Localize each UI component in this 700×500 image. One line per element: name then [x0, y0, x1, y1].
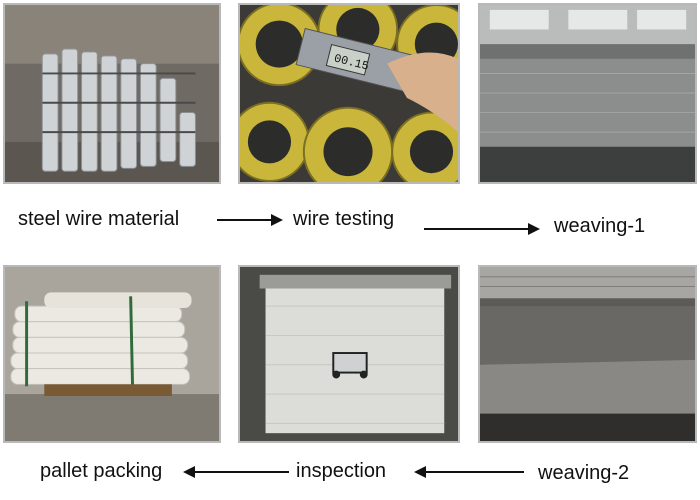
- photo-weaving-2: [478, 265, 697, 443]
- step-label-pallet-packing: pallet packing: [40, 460, 163, 482]
- photo-wire-testing: 00.15: [238, 3, 460, 184]
- step-label-wire-testing: wire testing: [293, 208, 395, 230]
- photo-pallet-packing: [3, 265, 221, 443]
- step-label-weaving-2: weaving-2: [538, 462, 630, 484]
- photo-steel-wire-material: [3, 3, 221, 184]
- step-label-inspection: inspection: [296, 460, 387, 482]
- arrow-left-icon: [414, 466, 524, 478]
- photo-inspection: [238, 265, 460, 443]
- step-label-steel-wire-material: steel wire material: [18, 208, 180, 230]
- arrow-left-icon: [183, 466, 289, 478]
- photo-weaving-1: [478, 3, 697, 184]
- arrow-right-icon: [217, 214, 283, 226]
- step-label-weaving-1: weaving-1: [554, 215, 646, 237]
- arrow-right-icon: [424, 223, 540, 235]
